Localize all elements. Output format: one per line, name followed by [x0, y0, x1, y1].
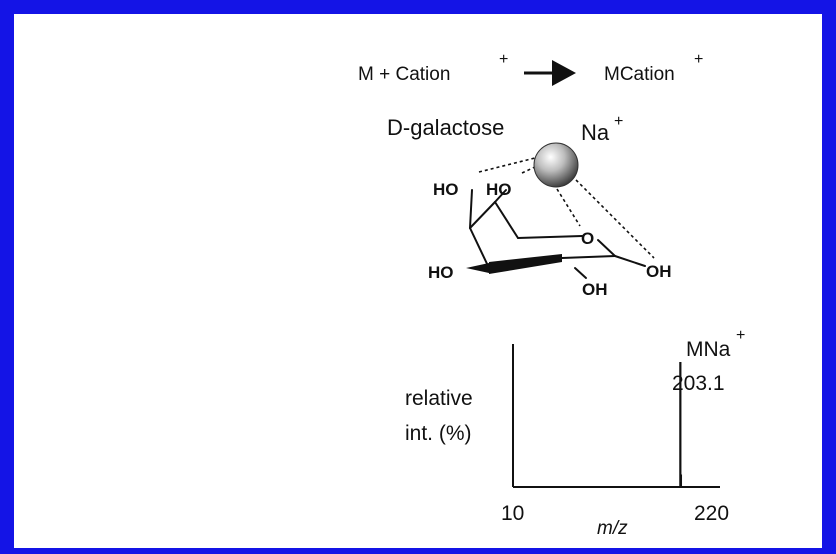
galactose-sodium-complex: D-galactose Na + HO HO [387, 113, 672, 299]
cation-charge: + [614, 113, 623, 130]
y-axis-label-line2: int. (%) [405, 422, 472, 445]
hydroxyl-label-bottom: OH [582, 280, 608, 299]
coordination-bond-oh [575, 179, 655, 259]
hydroxyl-label-bottom-left: HO [428, 263, 454, 282]
reaction-product: MCation [604, 64, 675, 85]
bond-c2-oh [574, 267, 587, 279]
bond-c4-c3 [469, 227, 490, 269]
peak-value-label: 203.1 [672, 372, 725, 395]
x-axis-label: m/z [597, 518, 628, 539]
ring-bonds [469, 189, 646, 279]
bond-c6-ring [494, 201, 519, 239]
reaction-reactant: M + Cation [358, 64, 450, 85]
bond-c2-c1 [561, 255, 616, 259]
coordination-bond-ho1 [478, 157, 536, 173]
bond-c5-o [517, 235, 583, 239]
x-tick-label-max: 220 [694, 502, 729, 525]
bond-o-c1 [597, 239, 616, 257]
bond-c4-ho [469, 189, 473, 229]
ring-oxygen-label: O [581, 229, 594, 248]
bond-wedge-c3-ho [466, 263, 489, 273]
bond-front-c3-c2 [489, 254, 562, 274]
reaction-equation: M + Cation + MCation + [358, 51, 703, 86]
cation-label: Na [581, 120, 610, 145]
hydroxyl-label-right: OH [646, 262, 672, 281]
reaction-reactant-charge: + [499, 51, 508, 68]
bond-c6-c5 [469, 201, 496, 229]
bond-c1-oh [614, 255, 646, 267]
reaction-arrow-icon [552, 60, 576, 86]
mass-spectrum: relative int. (%) MNa + 203.1 10 220 m/z [405, 327, 745, 539]
x-tick-label-min: 10 [501, 502, 524, 525]
y-axis-label-line1: relative [405, 387, 473, 410]
sodium-ion-sphere [533, 142, 579, 188]
spectrum-peaks [679, 362, 683, 487]
hydroxyl-label-top-center: HO [486, 180, 512, 199]
coordination-bond-ring-o [556, 188, 581, 227]
molecule-name: D-galactose [387, 115, 504, 140]
peak-label-charge: + [736, 327, 745, 344]
peak-label: MNa [686, 338, 731, 361]
bond-c6-ho [494, 189, 507, 203]
reaction-product-charge: + [694, 51, 703, 68]
hydroxyl-label-top-left: HO [433, 180, 459, 199]
